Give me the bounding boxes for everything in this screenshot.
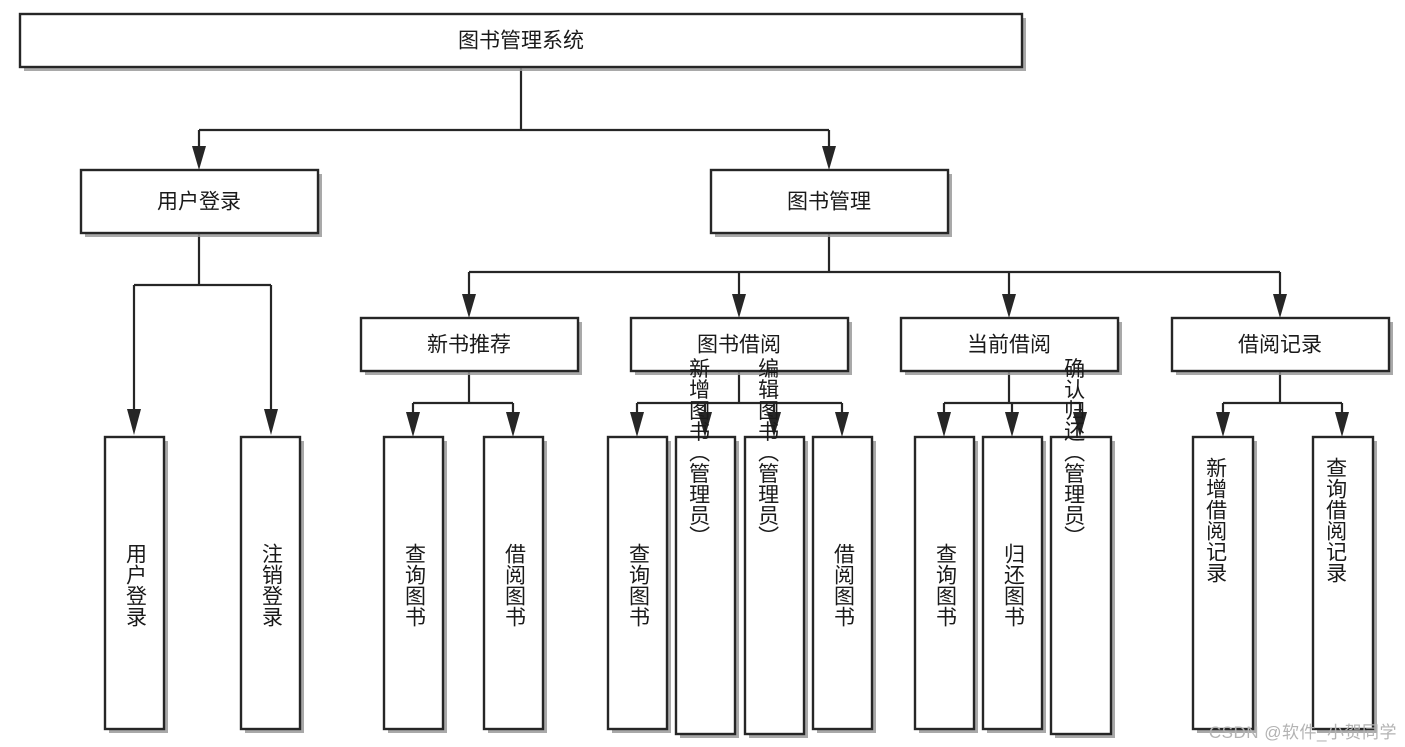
csdn-watermark: CSDN @软件_小贺同学 [1208,723,1397,742]
node-leaf-confirm-return[interactable]: 确认归还（管理员） [1049,358,1115,739]
arrow-to-query-book-2 [630,412,644,437]
leaf-query-borrow-record-box[interactable] [1311,435,1375,731]
new-book-recommend-box[interactable] [359,316,580,373]
book-manage-label: 图书管理 [787,191,871,214]
arrow-to-add-book [698,412,712,437]
edge-current-borrow-trunk [942,372,1082,416]
user-login-box[interactable] [79,168,320,235]
leaf-return-book-label: 归还图书 [1002,543,1026,627]
node-leaf-user-login[interactable]: 用户登录 [103,435,168,733]
node-borrow-record[interactable]: 借阅记录 [1170,316,1393,375]
arrow-to-borrow-record [1273,294,1287,318]
node-leaf-add-book[interactable]: 新增图书（管理员） [674,358,739,739]
arrow-to-edit-book [767,412,781,437]
leaf-edit-book-label: 编辑图书（管理员） [756,358,780,547]
edge-book-manage-trunk [467,234,1282,300]
node-leaf-borrow-book-2[interactable]: 借阅图书 [811,435,876,733]
leaf-query-book-2-label: 查询图书 [627,543,651,627]
leaf-user-login-label: 用户登录 [124,543,148,627]
edge-borrow-record-trunk [1221,372,1344,416]
leaf-confirm-return-box[interactable] [1049,435,1113,736]
arrow-to-return-book [1005,412,1019,437]
node-new-book-recommend[interactable]: 新书推荐 [359,316,582,375]
leaf-borrow-book-1-box[interactable] [482,435,545,731]
arrow-to-new-book-recommend [462,294,476,318]
edge-new-book-recommend-trunk [411,372,515,416]
node-current-borrow[interactable]: 当前借阅 [899,316,1122,375]
arrow-to-user-login [192,146,206,170]
leaf-logout-label: 注销登录 [260,543,284,627]
node-leaf-query-borrow-record[interactable]: 查询借阅记录 [1311,435,1377,733]
node-leaf-borrow-book-1[interactable]: 借阅图书 [482,435,547,733]
node-leaf-edit-book[interactable]: 编辑图书（管理员） [743,358,808,739]
arrow-to-borrow-book-1 [506,412,520,437]
arrow-to-borrow-book-2 [835,412,849,437]
root-label: 图书管理系统 [458,30,584,53]
user-login-label: 用户登录 [157,191,241,214]
node-leaf-return-book[interactable]: 归还图书 [981,435,1046,733]
arrow-to-query-borrow-record [1335,412,1349,437]
leaf-logout-box[interactable] [239,435,302,731]
leaf-user-login-box[interactable] [103,435,166,731]
leaf-query-book-2-box[interactable] [606,435,669,731]
arrow-to-query-book-1 [406,412,420,437]
borrow-record-label: 借阅记录 [1238,334,1322,357]
leaf-add-book-box[interactable] [674,435,737,736]
book-borrow-label: 图书借阅 [697,334,781,357]
arrow-to-logout-leaf [264,409,278,435]
edge-root-trunk [197,68,831,160]
leaf-borrow-book-2-label: 借阅图书 [832,543,856,627]
leaf-query-book-1-box[interactable] [382,435,445,731]
leaf-query-borrow-record-label: 查询借阅记录 [1324,457,1348,583]
node-leaf-query-book-1[interactable]: 查询图书 [382,435,447,733]
arrow-to-book-manage [822,146,836,170]
node-leaf-add-borrow-record[interactable]: 新增借阅记录 [1191,435,1257,733]
node-root[interactable]: 图书管理系统 [18,12,1026,71]
leaf-return-book-box[interactable] [981,435,1044,731]
arrow-to-query-book-3 [937,412,951,437]
arrow-to-add-borrow-record [1216,412,1230,437]
root-box[interactable] [18,12,1024,69]
node-book-manage[interactable]: 图书管理 [709,168,952,237]
edge-book-borrow-trunk [635,372,844,416]
node-book-borrow[interactable]: 图书借阅 [629,316,852,375]
leaf-edit-book-box[interactable] [743,435,806,736]
node-leaf-query-book-2[interactable]: 查询图书 [606,435,671,733]
leaf-add-borrow-record-label: 新增借阅记录 [1204,457,1228,583]
node-user-login[interactable]: 用户登录 [79,168,322,237]
leaf-confirm-return-label: 确认归还（管理员） [1062,358,1086,547]
leaf-query-book-3-box[interactable] [913,435,976,731]
leaf-borrow-book-1-label: 借阅图书 [503,543,527,627]
leaf-add-borrow-record-box[interactable] [1191,435,1255,731]
arrow-to-user-login-leaf [127,409,141,435]
current-borrow-label: 当前借阅 [967,334,1051,357]
book-manage-box[interactable] [709,168,950,235]
leaf-query-book-3-label: 查询图书 [934,543,958,627]
current-borrow-box[interactable] [899,316,1120,373]
borrow-record-box[interactable] [1170,316,1391,373]
leaf-add-book-label: 新增图书（管理员） [687,358,711,547]
edges-layer [127,68,1349,437]
edge-user-login-trunk [132,234,273,410]
leaf-query-book-1-label: 查询图书 [403,543,427,627]
node-leaf-logout[interactable]: 注销登录 [239,435,304,733]
book-borrow-box[interactable] [629,316,850,373]
new-book-recommend-label: 新书推荐 [427,334,511,357]
arrow-to-book-borrow [732,294,746,318]
arrow-to-confirm-return [1073,412,1087,437]
leaf-borrow-book-2-box[interactable] [811,435,874,731]
arrow-to-current-borrow [1002,294,1016,318]
node-leaf-query-book-3[interactable]: 查询图书 [913,435,978,733]
